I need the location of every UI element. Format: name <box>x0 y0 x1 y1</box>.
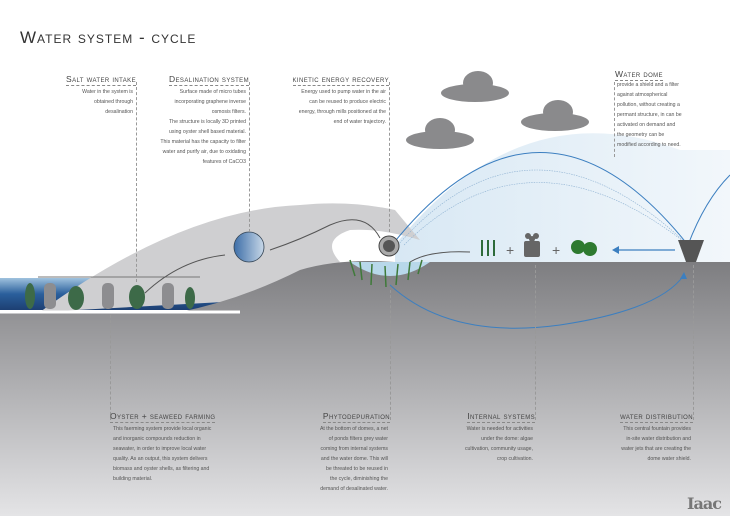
oyster-body: This faerming system provide local organ… <box>113 426 212 482</box>
iaac-logo: Iaac <box>687 494 722 513</box>
return-arrow <box>389 274 685 329</box>
plus-sign: + <box>506 242 514 258</box>
kinetic-heading: kinetic energy recovery <box>292 74 389 86</box>
leader-line <box>614 82 615 157</box>
distribution-heading: water distribution <box>620 411 693 423</box>
leader-line <box>390 290 391 420</box>
leader-line <box>389 82 390 232</box>
cloud-icon <box>441 71 509 102</box>
leader-line <box>110 315 111 420</box>
desalination-structure <box>40 203 420 312</box>
seaweed <box>25 283 195 310</box>
phytodepuration-pond <box>349 259 430 288</box>
leader-line <box>249 82 250 232</box>
cloud-icon <box>406 118 474 149</box>
desal-heading: Desalination system <box>168 74 249 86</box>
leader-line <box>693 265 694 420</box>
dome-shade <box>395 133 730 262</box>
salt-heading: Salt water intake <box>66 74 136 86</box>
leader-line <box>535 265 536 420</box>
crop-icon <box>481 240 495 256</box>
internal-heading: Internal systems <box>467 411 535 423</box>
kinetic-mill-icon <box>378 235 400 257</box>
plus-sign: + <box>552 242 560 258</box>
fountain-icon <box>678 240 704 262</box>
water-jet-arc <box>391 152 689 246</box>
page-title: Water system - cycle <box>20 28 197 47</box>
phyto-heading: Phytodepuration <box>322 411 390 423</box>
ground <box>0 261 730 516</box>
leader-line <box>136 82 137 282</box>
dome-heading: Water dome <box>615 69 663 81</box>
oyster-farm <box>44 283 174 309</box>
desalination-filter <box>233 231 265 263</box>
community-icon <box>524 233 540 257</box>
cloud-icon <box>521 100 589 131</box>
algae-icon <box>571 240 597 256</box>
oyster-heading: Oyster + seaweed farming <box>110 411 216 423</box>
